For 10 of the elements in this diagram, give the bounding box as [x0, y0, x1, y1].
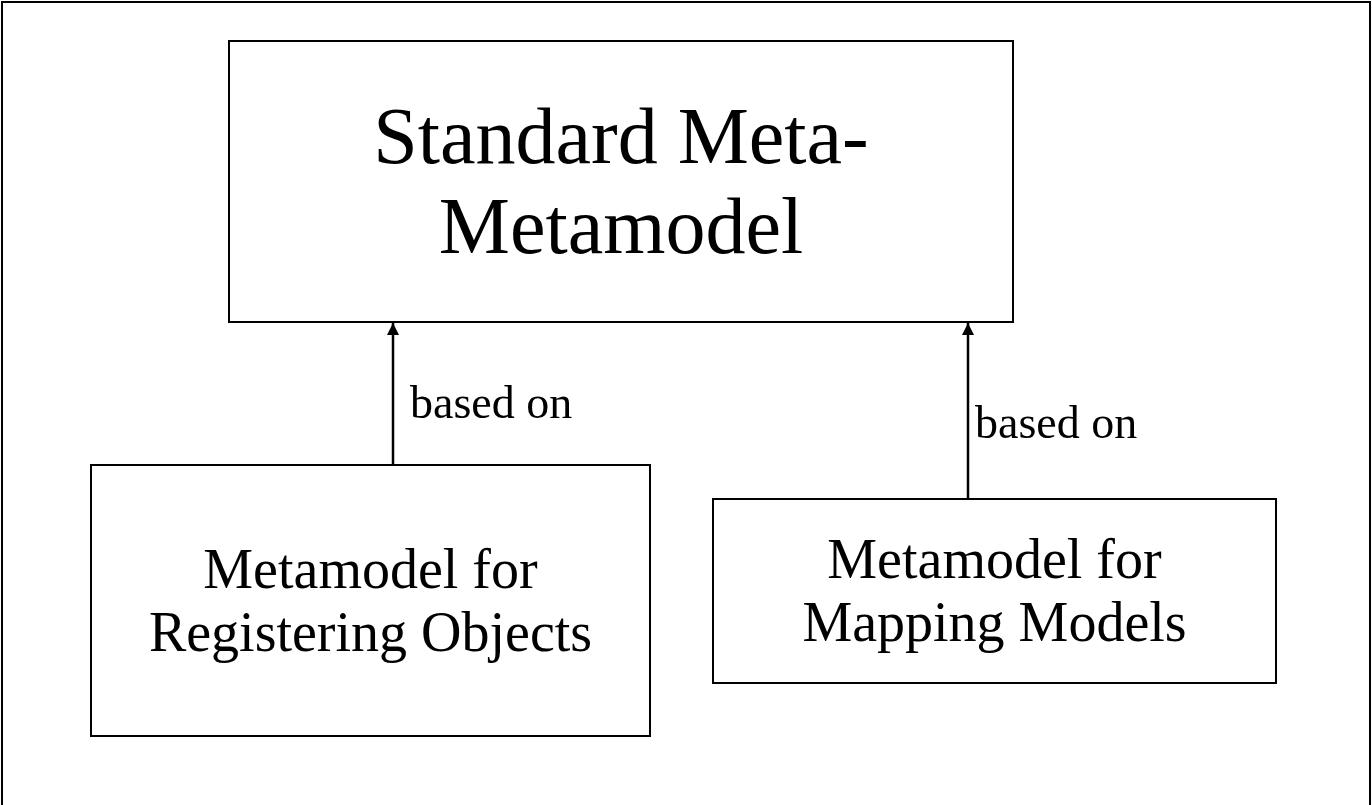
process-box: [228, 40, 1014, 323]
node-label: Metamodel for Mapping Models: [801, 528, 1188, 654]
process-box: [90, 464, 651, 737]
arrow: [387, 323, 399, 464]
process-box: [712, 498, 1277, 684]
node-label: Standard Meta-Metamodel: [372, 91, 870, 272]
node-label: Metamodel for Registering Objects: [147, 537, 594, 664]
edge-label: based on: [975, 400, 1138, 446]
arrow: [962, 323, 974, 498]
edge-label: based on: [410, 380, 573, 426]
